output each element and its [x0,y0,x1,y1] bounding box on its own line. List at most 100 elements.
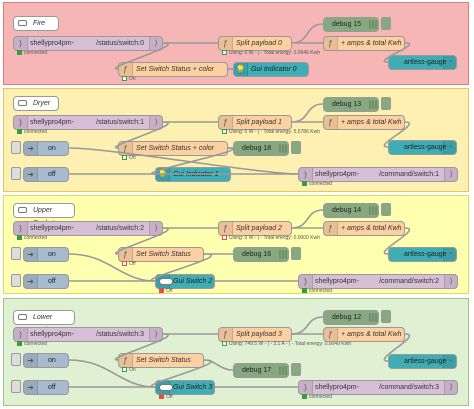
amps-total-kwh[interactable]: ƒ+ amps & total Kwh [323,221,405,236]
inject-button[interactable] [11,274,21,287]
debug-toggle[interactable] [381,97,391,110]
lightbulb-icon: 💡 [234,63,248,76]
arrow-right-icon: ➜ [24,275,38,288]
debug-toggle[interactable] [381,310,391,323]
function-icon: ƒ [219,37,233,50]
mqtt-icon: ) [299,381,313,394]
mqtt-status: connected [17,341,47,347]
split-status: Using: 749.5 W - | - 3.1 A - | - Total e… [222,341,351,347]
debug-toggle[interactable] [291,363,301,376]
inject-button[interactable] [11,247,21,260]
menu-icon [368,206,377,217]
debug-toggle[interactable] [381,17,391,30]
debug-18[interactable]: debug 18 [233,141,289,156]
amps-total-kwh[interactable]: ƒ+ amps & total Kwh [323,115,405,130]
amps-total-kwh[interactable]: ƒ+ amps & total Kwh [323,327,405,342]
arrow-right-icon: ➜ [24,381,38,394]
arrow-right-icon: ➜ [24,142,38,155]
gauge-icon: ◔ [443,56,456,69]
gui-switch-2[interactable]: Gui Switch 2 [155,274,215,289]
set-status-state: On [122,76,136,82]
function-icon: ƒ [219,116,233,129]
menu-icon [278,366,287,377]
mqtt-in-switch3[interactable]: )shellypro4pm-/status/switch:3) [13,327,163,342]
toggle-icon [156,381,173,394]
mqtt-out-switch2[interactable]: )shellypro4pm-/command/switch:2) [298,274,458,289]
gui-indicator-0[interactable]: 💡Gui Indicator 0 [233,62,309,77]
debug-12[interactable]: debug 12 [323,310,379,325]
gui-indicator-1[interactable]: 💡Gui Indicator 1 [155,167,231,182]
wifi-icon: ) [444,381,457,394]
inject-button[interactable] [11,353,21,366]
gauge-icon: ◔ [443,248,456,261]
debug-toggle[interactable] [381,203,391,216]
artless-gauge[interactable]: artless-gauge◔ [388,140,457,155]
inject-off[interactable]: ➜off [23,380,69,395]
amps-total-kwh[interactable]: ƒ+ amps & total Kwh [323,36,405,51]
function-icon: ƒ [324,116,338,129]
comment-icon [18,314,27,320]
inject-button[interactable] [11,141,21,154]
artless-gauge[interactable]: artless-gauge◔ [388,55,457,70]
mqtt-icon: ) [14,222,28,235]
set-status-state: On [122,155,136,161]
menu-icon [368,20,377,31]
mqtt-icon: ) [14,37,28,50]
comment-upper-socket[interactable]: Upper Socket [13,203,75,227]
gui-switch-status: Off [159,288,173,294]
inject-on[interactable]: ➜on [23,247,69,262]
gui-switch-3[interactable]: Gui Switch 3 [155,380,215,395]
artless-gauge[interactable]: artless-gauge◔ [388,354,457,369]
comment-lower-socket[interactable]: Lower Socket [13,310,75,334]
comment-icon [18,207,27,213]
debug-17[interactable]: debug 17 [233,363,289,378]
wifi-icon: ) [149,328,162,341]
debug-toggle[interactable] [291,247,301,260]
mqtt-in-switch0[interactable]: )shellypro4pm-/status/switch:0) [13,36,163,51]
function-icon: ƒ [219,222,233,235]
mqtt-out-status: connected [302,394,332,400]
mqtt-in-switch2[interactable]: )shellypro4pm-/status/switch:2) [13,221,163,236]
mqtt-out-switch1[interactable]: )shellypro4pm-/command/switch:1) [298,167,458,182]
inject-on[interactable]: ➜on [23,353,69,368]
arrow-right-icon: ➜ [24,248,38,261]
comment-dryer[interactable]: Dryer [13,96,59,111]
function-icon: ƒ [219,328,233,341]
debug-13[interactable]: debug 13 [323,97,379,112]
inject-button[interactable] [11,167,21,180]
function-icon: ƒ [324,37,338,50]
function-icon: ƒ [324,328,338,341]
inject-off[interactable]: ➜off [23,167,69,182]
mqtt-icon: ) [14,328,28,341]
artless-gauge[interactable]: artless-gauge◔ [388,247,457,262]
mqtt-out-switch3[interactable]: )shellypro4pm-/command/switch:3) [298,380,458,395]
gauge-icon: ◔ [443,355,456,368]
menu-icon [278,144,287,155]
inject-on[interactable]: ➜on [23,141,69,156]
debug-16[interactable]: debug 16 [233,247,289,262]
debug-toggle[interactable] [291,141,301,154]
wifi-icon: ) [444,275,457,288]
function-icon: ƒ [324,222,338,235]
wifi-icon: ) [149,37,162,50]
menu-icon [278,250,287,261]
set-status-state: Off [122,261,136,267]
comment-fire[interactable]: Fire [13,16,59,31]
comment-icon [18,20,27,26]
debug-15[interactable]: debug 15 [323,17,379,32]
mqtt-in-switch1[interactable]: )shellypro4pm-/status/switch:1) [13,115,163,130]
toggle-icon [156,275,173,288]
inject-button[interactable] [11,380,21,393]
inject-off[interactable]: ➜off [23,274,69,289]
debug-14[interactable]: debug 14 [323,203,379,218]
menu-icon [368,100,377,111]
function-icon: ƒ [119,354,133,367]
